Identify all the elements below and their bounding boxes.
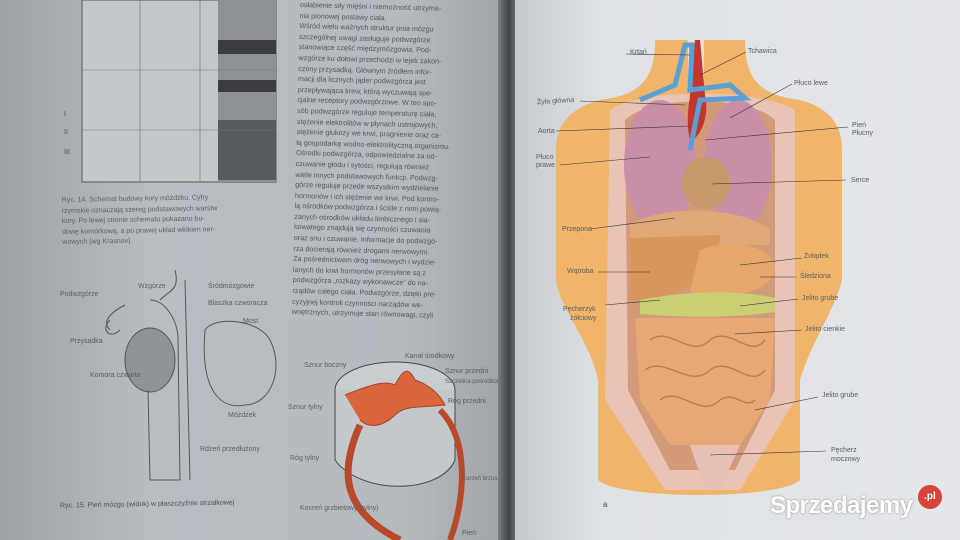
bladder: [690, 445, 740, 490]
label-watroba: Wątroba: [567, 268, 594, 275]
label-jelito-cienkie: Jelito cienkie: [805, 326, 846, 333]
left-page: Ryc. 14. Schemat budowy kory móżdżku. Cy…: [0, 0, 532, 540]
right-lung: [624, 100, 696, 230]
spinal-cord-drawing: [334, 361, 465, 540]
figure-letter: a: [603, 500, 608, 509]
graph-axis-label: I: [64, 111, 66, 118]
cerebellar-cortex-graph: [81, 0, 277, 183]
heart: [682, 157, 730, 209]
label-jelito-grube-upper: Jelito grube: [802, 295, 839, 302]
watermark-badge: .pl: [918, 485, 942, 509]
label-pecherzyk-2: żółciowy: [570, 315, 597, 322]
spine-label: Kanał środkowy: [405, 353, 455, 360]
liver: [630, 235, 720, 300]
label-pluco-prawe-1: Płuco: [536, 154, 554, 161]
label-pecherzyk-1: Pęcherzyk: [563, 306, 596, 313]
label-pien-plucny-2: Płucny: [852, 130, 874, 137]
large-intestine: [640, 292, 775, 317]
spine-label: Sznur boczny: [304, 362, 347, 369]
graph-axis-label: III: [64, 149, 70, 156]
label-krtan: Krtań: [630, 49, 647, 56]
book-spine: [498, 0, 520, 540]
spine-label: Pień: [462, 530, 477, 537]
spine-label: Szczelina pośrodkowa przednia: [445, 379, 530, 385]
spine-label: Sznur przedni: [445, 368, 489, 375]
label-pecherz-2: moczowy: [831, 456, 861, 463]
graph-axis-label: II: [64, 129, 68, 136]
small-intestine: [635, 318, 775, 445]
label-przepona: Przepona: [562, 226, 592, 233]
label-pien-plucny-1: Pień: [852, 122, 867, 129]
spine-label: Sznur tylny: [288, 404, 323, 411]
watermark-logo: Sprzedajemy: [770, 492, 913, 519]
brain-label: Śródmózgowie: [208, 283, 255, 290]
stomach: [690, 243, 775, 296]
label-zoladek: Żołądek: [804, 253, 829, 260]
small-intestine-loops: [644, 335, 766, 407]
brain-label: Przysadka: [70, 338, 103, 345]
brain-label: Wzgórze: [138, 283, 166, 290]
brain-label: Most: [243, 318, 259, 325]
label-pecherz-1: Pęcherz: [831, 447, 857, 454]
spine-label: Korzeń grzbietowy (tylny): [300, 505, 379, 512]
brainstem-drawing: [105, 269, 277, 481]
brain-label: Rdzeń przedłużony: [200, 446, 260, 453]
superior-vena-cava: [639, 42, 752, 151]
label-serce: Serce: [851, 177, 870, 184]
label-aorta: Aorta: [538, 128, 555, 135]
left-page-figures: [81, 0, 465, 540]
label-jelito-grube-lower: Jelito grube: [822, 392, 859, 399]
label-sledziona: Śledziona: [800, 273, 831, 280]
brain-label: Podwzgórze: [60, 291, 99, 298]
spine-label: Róg tylny: [290, 455, 320, 462]
brain-label: Komora czwarta: [90, 372, 141, 379]
leader-lines: [555, 51, 849, 456]
label-pluco-lewe: Płuco lewe: [794, 80, 828, 87]
brain-label: Móżdżek: [228, 412, 257, 419]
spine-label: Korzeń brzuszny (przedni): [462, 476, 532, 482]
label-pluco-prawe-2: prawe: [536, 162, 556, 169]
brain-label: Blaszka czworacza: [208, 300, 268, 307]
spine-label: Róg przedni: [448, 398, 486, 405]
label-tchawica: Tchawica: [748, 48, 777, 55]
